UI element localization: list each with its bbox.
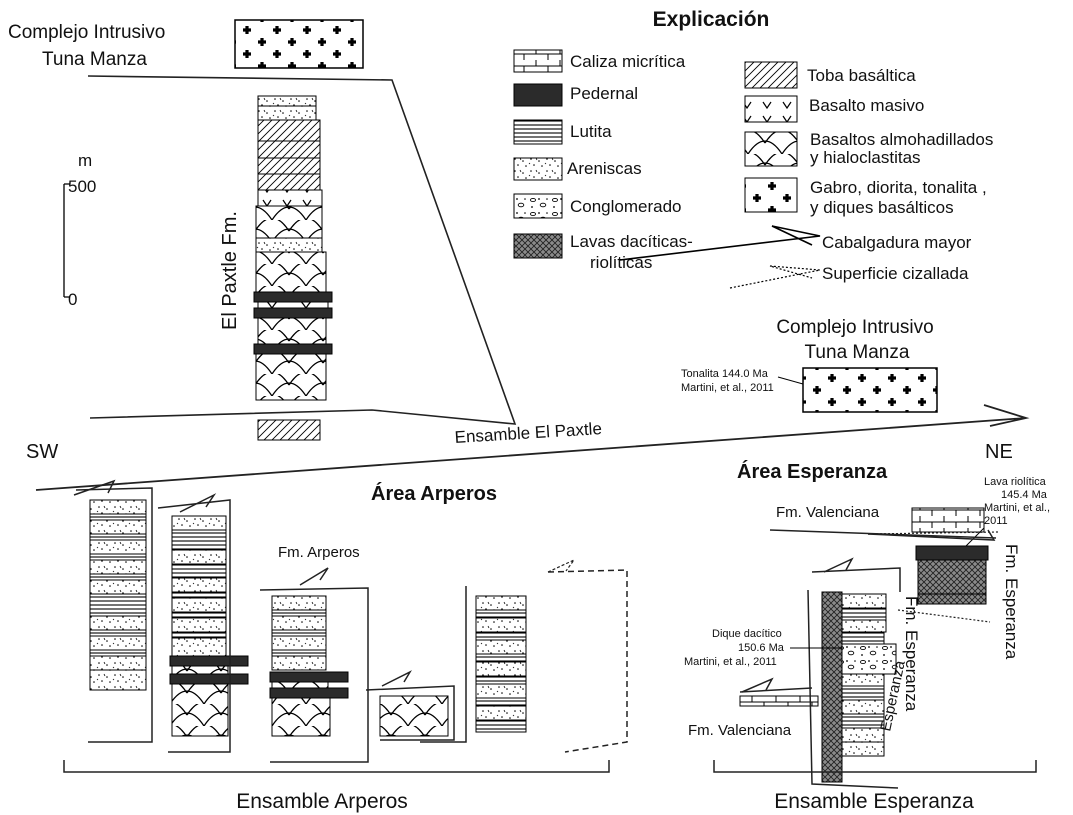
legend-label-lavas-2: riolíticas [590, 253, 652, 272]
main-thrust-line [35, 404, 1030, 491]
lava-note-4: 2011 [984, 515, 1008, 527]
mid-gabro-block [802, 367, 938, 413]
esperanza-caliza-bottom [739, 695, 819, 707]
tonalita-note-1: Tonalita 144.0 Ma [681, 368, 769, 380]
legend-label-lutita: Lutita [570, 122, 612, 141]
top-complex-label-1: Complejo Intrusivo [8, 22, 165, 43]
legend-label-areniscas: Areniscas [567, 159, 642, 178]
el-paxtle-column [253, 95, 333, 401]
ensamble-esperanza-label: Ensamble Esperanza [774, 790, 974, 813]
fm-esperanza-mid-label: Fm. Esperanza [902, 596, 921, 712]
lava-note-3: Martini, et al., [984, 502, 1050, 514]
legend-swatch-pedernal [513, 83, 563, 107]
formation-vertical-label: El Paxtle Fm. [219, 211, 241, 330]
legend-label-basalto: Basalto masivo [809, 96, 924, 115]
arperos-column-1 [89, 499, 147, 691]
ensamble-paxtle-label: Ensamble El Paxtle [454, 419, 602, 447]
dique-note-3: Martini, et al., 2011 [684, 656, 777, 668]
legend-label-gabro-1: Gabro, diorita, tonalita , [810, 178, 987, 197]
top-gabro-block [234, 19, 364, 69]
lava-note-1: Lava riolítica [984, 476, 1047, 488]
legend-swatch-basalto [744, 95, 798, 123]
legend-label-conglomerado: Conglomerado [570, 197, 682, 216]
esperanza-upper-column [915, 545, 989, 605]
svg-text:500: 500 [68, 177, 96, 196]
legend-symbol-cabalgadura [619, 225, 821, 261]
dique-note-1: Dique dacítico [712, 628, 782, 640]
legend-swatch-lutita [513, 119, 563, 145]
legend-swatch-caliza [513, 49, 563, 73]
legend-swatch-almohadillados [744, 131, 798, 167]
svg-text:m: m [78, 151, 92, 170]
ensamble-arperos-bracket [63, 760, 610, 773]
legend-label-superficie: Superficie cizallada [822, 264, 969, 283]
esperanza-caliza-top [911, 507, 985, 533]
mid-complex-label-2: Tuna Manza [805, 342, 910, 363]
legend-label-almohadillados-1: Basaltos almohadillados [810, 130, 993, 149]
legend: Caliza micrítica Pedernal Lutita Arenisc… [513, 49, 993, 289]
arperos-dashed-arrow [547, 558, 576, 573]
scale-bar: m 500 0 [63, 151, 96, 309]
legend-label-caliza: Caliza micrítica [570, 52, 686, 71]
ensamble-arperos-label: Ensamble Arperos [236, 790, 408, 813]
legend-title: Explicación [653, 8, 770, 31]
legend-swatch-toba [744, 61, 798, 89]
arperos-column-3 [269, 595, 349, 737]
legend-label-almohadillados-2: y hialoclastitas [810, 148, 921, 167]
paxtle-base-toba [257, 419, 321, 441]
fm-valenciana-top-label: Fm. Valenciana [776, 504, 880, 521]
ne-label: NE [985, 441, 1013, 463]
mid-complex-label-1: Complejo Intrusivo [776, 317, 933, 338]
area-arperos-label: Área Arperos [371, 482, 497, 505]
sw-label: SW [26, 441, 58, 463]
legend-label-pedernal: Pedernal [570, 84, 638, 103]
top-complex-label-2: Tuna Manza [42, 49, 147, 70]
legend-label-cabalgadura: Cabalgadura mayor [822, 233, 972, 252]
legend-swatch-lavas [513, 233, 563, 259]
fm-valenciana-bottom-label: Fm. Valenciana [688, 722, 792, 739]
area-esperanza-label: Área Esperanza [737, 460, 888, 483]
esperanza-shear-2 [897, 609, 991, 623]
fm-arperos-label: Fm. Arperos [278, 544, 360, 561]
fm-esperanza-right-label: Fm. Esperanza [1002, 544, 1021, 660]
esperanza-lower-column [821, 591, 897, 783]
lava-note-2: 145.4 Ma [1001, 489, 1048, 501]
esperanza-thrust-lines [739, 529, 997, 789]
legend-swatch-areniscas [513, 157, 563, 181]
legend-label-toba: Toba basáltica [807, 66, 916, 85]
legend-swatch-conglomerado [513, 193, 563, 219]
esperanza-shear-1 [867, 531, 999, 535]
legend-swatch-gabro [744, 177, 798, 213]
arperos-column-2 [169, 515, 249, 737]
legend-label-gabro-2: y diques basálticos [810, 198, 954, 217]
dique-note-2: 150.6 Ma [738, 642, 785, 654]
arperos-column-4 [475, 595, 527, 733]
legend-symbol-superficie [729, 265, 821, 289]
ensamble-esperanza-bracket [713, 760, 1037, 773]
paxtle-outline [87, 75, 517, 425]
tonalita-note-2: Martini, et al., 2011 [681, 382, 774, 394]
arperos-thrust-lines [73, 479, 467, 763]
legend-label-lavas-1: Lavas dacíticas- [570, 232, 693, 251]
arperos-dashed-line [547, 569, 628, 753]
svg-text:0: 0 [68, 290, 77, 309]
tonalita-leader [777, 376, 804, 385]
arperos-pillow-block [379, 695, 449, 737]
